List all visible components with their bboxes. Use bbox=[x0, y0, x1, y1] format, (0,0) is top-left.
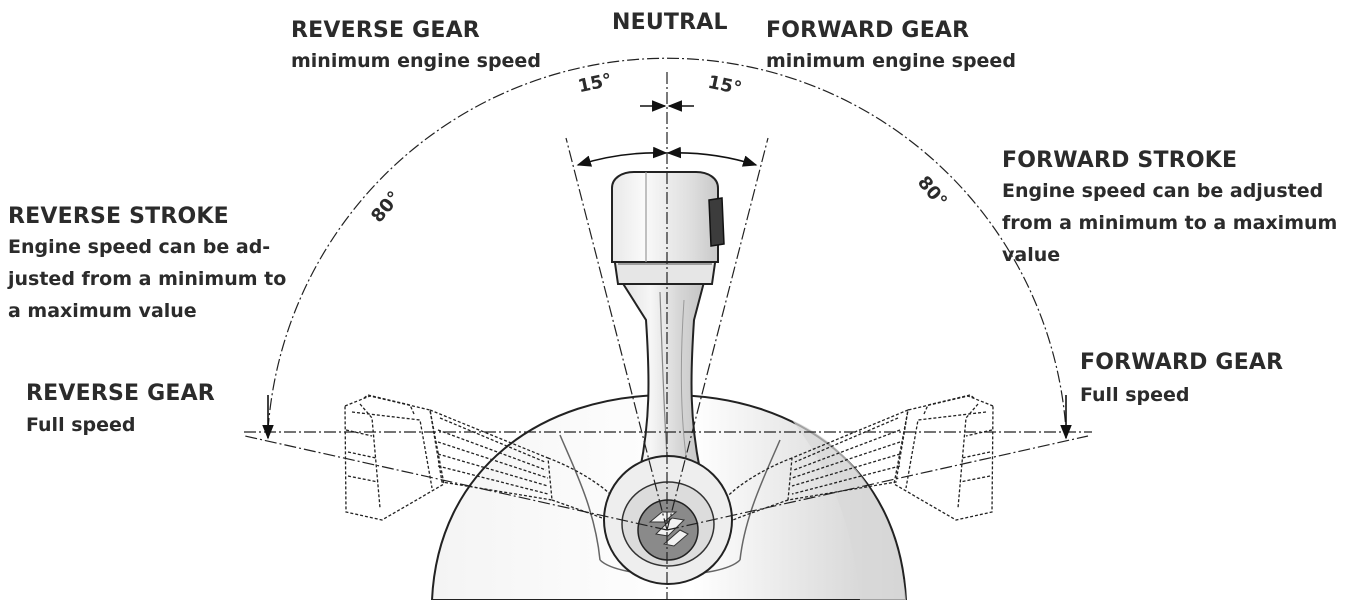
forward-stroke-angle: 80° bbox=[913, 172, 951, 212]
reverse-stroke-line-1: Engine speed can be ad- bbox=[8, 236, 271, 258]
forward-gear-min-title: FORWARD GEAR bbox=[766, 18, 970, 43]
reverse-gear-min-sub: minimum engine speed bbox=[291, 50, 541, 72]
forward-gear-full-sub: Full speed bbox=[1080, 384, 1190, 406]
neutral-lever bbox=[603, 171, 733, 585]
forward-stroke-line-3: value bbox=[1002, 244, 1061, 266]
reverse-min-angle: 15° bbox=[576, 70, 614, 98]
forward-gear-full-title: FORWARD GEAR bbox=[1080, 350, 1284, 375]
neutral-title: NEUTRAL bbox=[612, 10, 728, 35]
reverse-stroke-title: REVERSE STROKE bbox=[8, 204, 229, 229]
reference-lines bbox=[244, 57, 1092, 600]
reverse-gear-full-sub: Full speed bbox=[26, 414, 136, 436]
angle-arrows bbox=[262, 100, 1072, 440]
forward-min-angle: 15° bbox=[706, 72, 744, 100]
reverse-stroke-angle: 80° bbox=[367, 187, 405, 227]
reverse-gear-full-title: REVERSE GEAR bbox=[26, 381, 215, 406]
forward-stroke-line-2: from a minimum to a maximum bbox=[1002, 212, 1338, 234]
forward-stroke-line-1: Engine speed can be adjusted bbox=[1002, 180, 1324, 202]
reverse-stroke-line-2: justed from a minimum to bbox=[8, 268, 287, 290]
reverse-stroke-line-3: a maximum value bbox=[8, 300, 197, 322]
forward-gear-min-sub: minimum engine speed bbox=[766, 50, 1016, 72]
reverse-gear-min-title: REVERSE GEAR bbox=[291, 18, 480, 43]
forward-stroke-title: FORWARD STROKE bbox=[1002, 148, 1238, 173]
